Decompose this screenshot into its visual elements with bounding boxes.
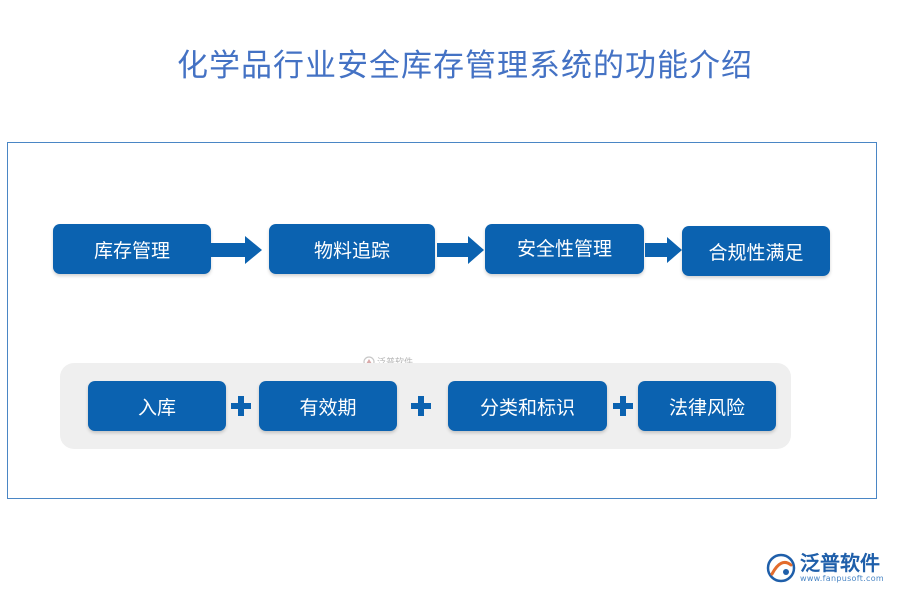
feature-expiry-date: 有效期 (259, 381, 397, 431)
brand-name: 泛普软件 (800, 551, 880, 575)
feature-classification-labeling: 分类和标识 (448, 381, 607, 431)
plus-icon (231, 396, 251, 416)
plus-icon (613, 396, 633, 416)
feature-legal-risk: 法律风险 (638, 381, 776, 431)
feature-inbound: 入库 (88, 381, 226, 431)
plus-icon (411, 396, 431, 416)
flow-step-compliance: 合规性满足 (682, 226, 830, 276)
arrow-right-icon (211, 236, 262, 264)
diagram-frame (7, 142, 877, 499)
flow-step-safety-management: 安全性管理 (485, 224, 644, 274)
brand-url: www.fanpusoft.com (800, 574, 884, 583)
arrow-right-icon (437, 236, 484, 264)
arrow-right-icon (645, 237, 682, 263)
fanpu-logo-icon (766, 553, 796, 583)
page-title: 化学品行业安全库存管理系统的功能介绍 (177, 48, 753, 84)
flow-step-inventory-management: 库存管理 (53, 224, 211, 274)
flow-step-material-tracking: 物料追踪 (269, 224, 435, 274)
brand-logo: 泛普软件 www.fanpusoft.com (766, 552, 884, 584)
